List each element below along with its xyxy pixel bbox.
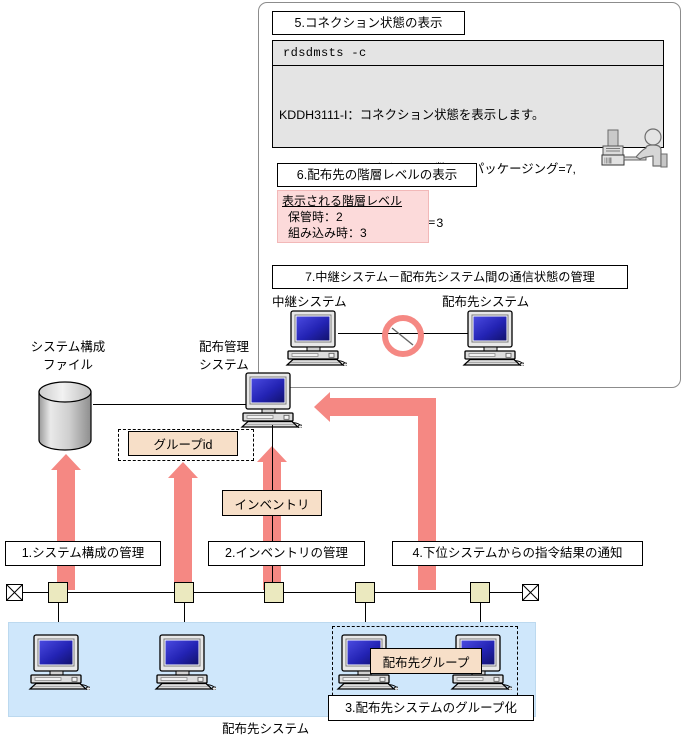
hierarchy-note-line-2: 組み込み時：3 xyxy=(288,225,367,240)
mgmt-system-label-line1: 配布管理 xyxy=(198,340,249,354)
callout-1: 1.システム構成の管理 xyxy=(5,541,161,566)
callout-3: 3.配布先システムのグループ化 xyxy=(328,695,534,721)
hierarchy-note-title: 表示される階層レベル xyxy=(282,194,403,208)
drop-line-2 xyxy=(183,603,185,636)
output-line-1: KDDH3111-I：コネクション状態を表示します。 xyxy=(279,107,545,122)
bus-connector-3 xyxy=(264,582,284,603)
destination-systems-area-label: 配布先システム xyxy=(222,722,310,736)
destination-system-computer-icon-panel xyxy=(462,310,524,366)
mgmt-system-label-line2: システム xyxy=(199,358,249,372)
section-6-heading-text: 6.配布先の階層レベルの表示 xyxy=(296,167,458,182)
section-7-heading: 7.中継システム－配布先システム間の通信状態の管理 xyxy=(272,265,628,289)
bus-connector-5 xyxy=(470,582,490,603)
section-6-heading: 6.配布先の階層レベルの表示 xyxy=(277,163,477,187)
database-cylinder-icon xyxy=(36,380,94,457)
drop-line-1 xyxy=(57,603,59,636)
hierarchy-level-note: 表示される階層レベル 保管時：2 組み込み時：3 xyxy=(277,190,429,243)
config-link-line xyxy=(93,404,251,405)
panel-link-line xyxy=(338,333,471,334)
callout-1-label: 1.システム構成の管理 xyxy=(21,546,145,561)
destination-system-label-panel: 配布先システム xyxy=(442,295,530,309)
mgmt-system-computer-icon xyxy=(240,372,302,428)
inventory-box: インベントリ xyxy=(222,490,322,516)
bus-connector-2 xyxy=(174,582,194,603)
arrow-notify-head xyxy=(314,392,330,422)
relay-system-computer-icon xyxy=(285,310,347,366)
callout-3-label: 3.配布先システムのグループ化 xyxy=(345,700,517,715)
arrow-groupid-shaft xyxy=(174,478,192,590)
destination-computer-1-icon xyxy=(28,634,90,690)
person-at-terminal-icon xyxy=(600,126,672,174)
section-5-heading-text: 5.コネクション状態の表示 xyxy=(294,15,443,30)
bus-connector-1 xyxy=(48,582,68,603)
config-file-label-line1: システム構成 xyxy=(30,340,106,354)
callout-2: 2.インベントリの管理 xyxy=(208,541,365,566)
no-entry-icon xyxy=(379,312,427,365)
command-line-text: rdsdmsts -c xyxy=(273,41,663,66)
callout-4: 4.下位システムからの指令結果の通知 xyxy=(392,541,643,566)
bus-terminator-left-icon xyxy=(6,584,23,601)
drop-line-5 xyxy=(479,603,481,636)
group-id-label: グループid xyxy=(153,438,213,452)
callout-2-label: 2.インベントリの管理 xyxy=(225,546,348,561)
group-id-dashed-container xyxy=(118,429,254,461)
destination-computer-2-icon xyxy=(154,634,216,690)
relay-system-label: 中継システム xyxy=(272,295,347,309)
inventory-label: インベントリ xyxy=(234,497,310,512)
arrow-notify-horizontal xyxy=(330,398,430,416)
hierarchy-note-line-1: 保管時：2 xyxy=(288,209,343,224)
section-5-heading: 5.コネクション状態の表示 xyxy=(272,11,465,35)
destination-group-box: 配布先グループ xyxy=(370,648,482,674)
drop-line-4 xyxy=(364,603,366,636)
bus-terminator-right-icon xyxy=(522,584,539,601)
callout-4-label: 4.下位システムからの指令結果の通知 xyxy=(412,546,623,561)
arrow-config-head xyxy=(51,454,81,470)
destination-group-label: 配布先グループ xyxy=(382,655,470,670)
group-id-box: グループid xyxy=(128,431,238,456)
section-7-heading-text: 7.中継システム－配布先システム間の通信状態の管理 xyxy=(305,269,595,284)
config-file-label-line2: ファイル xyxy=(42,358,93,372)
arrow-config-shaft xyxy=(57,470,75,590)
bus-connector-4 xyxy=(355,582,375,603)
arrow-groupid-head xyxy=(168,462,198,478)
